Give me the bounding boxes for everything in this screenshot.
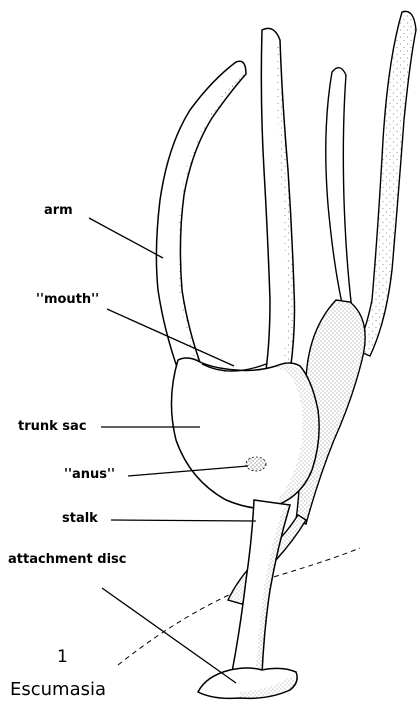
label-mouth: ''mouth'' xyxy=(36,292,99,308)
anus-mark xyxy=(246,457,266,471)
figure-number: 1 xyxy=(57,647,68,667)
leader-stalk xyxy=(111,520,256,521)
leader-arm xyxy=(89,218,163,258)
back-arm-left xyxy=(326,68,352,312)
label-trunk-sac: trunk sac xyxy=(18,419,87,435)
label-stalk: stalk xyxy=(62,511,98,527)
label-anus: ''anus'' xyxy=(64,467,115,483)
figure-caption: Escumasia xyxy=(10,679,106,701)
label-arm: arm xyxy=(44,203,73,219)
back-arm-right-shade xyxy=(356,11,416,356)
front-arm-left xyxy=(156,61,246,370)
leader-attachment-disc xyxy=(102,588,236,683)
label-attachment-disc: attachment disc xyxy=(8,552,127,568)
